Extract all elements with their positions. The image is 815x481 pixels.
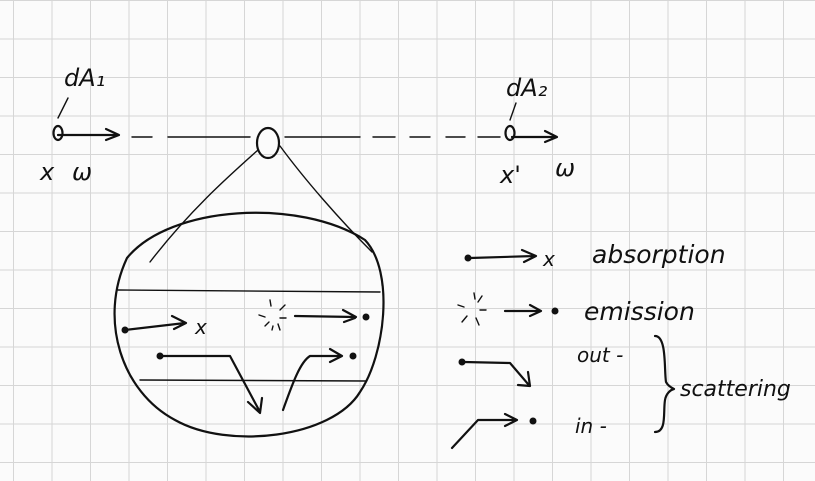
direction-arrow-omega-2 (510, 129, 559, 144)
legend-emission-label: emission (584, 297, 695, 326)
label-omega-2: ω (555, 154, 575, 182)
emission-inside (258, 299, 370, 331)
legend-emission (457, 292, 559, 326)
legend-absorption-x: x (542, 247, 555, 271)
surface-dA2 (504, 102, 517, 142)
surface-dA1 (52, 97, 69, 142)
direction-arrow-omega (56, 127, 121, 142)
legend-scattering-label: scattering (680, 377, 791, 402)
legend-out-label: out - (577, 343, 623, 367)
in-scattering-inside (281, 347, 357, 412)
slab-boundary-top (117, 289, 381, 293)
absorption-inside (121, 314, 188, 334)
slab-boundary-bottom (139, 379, 367, 382)
legend-in-label: in - (575, 414, 607, 438)
magnify-line-left (149, 149, 259, 263)
label-dA2: dA₂ (506, 74, 548, 102)
out-scattering-inside (156, 352, 264, 415)
legend-absorption (464, 248, 538, 264)
absorption-mark-inside: x (194, 315, 207, 339)
legend-absorption-label: absorption (592, 240, 726, 269)
label-omega-1: ω (72, 158, 92, 186)
differential-volume (255, 126, 281, 160)
label-dA1: dA₁ (64, 64, 105, 92)
legend-in-scattering (450, 412, 537, 450)
legend-out-scattering (458, 358, 532, 388)
label-x: x (39, 158, 55, 186)
scattering-brace (653, 334, 676, 434)
magnify-line-right (279, 145, 373, 253)
magnified-volume-circle (113, 211, 385, 438)
label-xprime: x' (499, 161, 521, 189)
